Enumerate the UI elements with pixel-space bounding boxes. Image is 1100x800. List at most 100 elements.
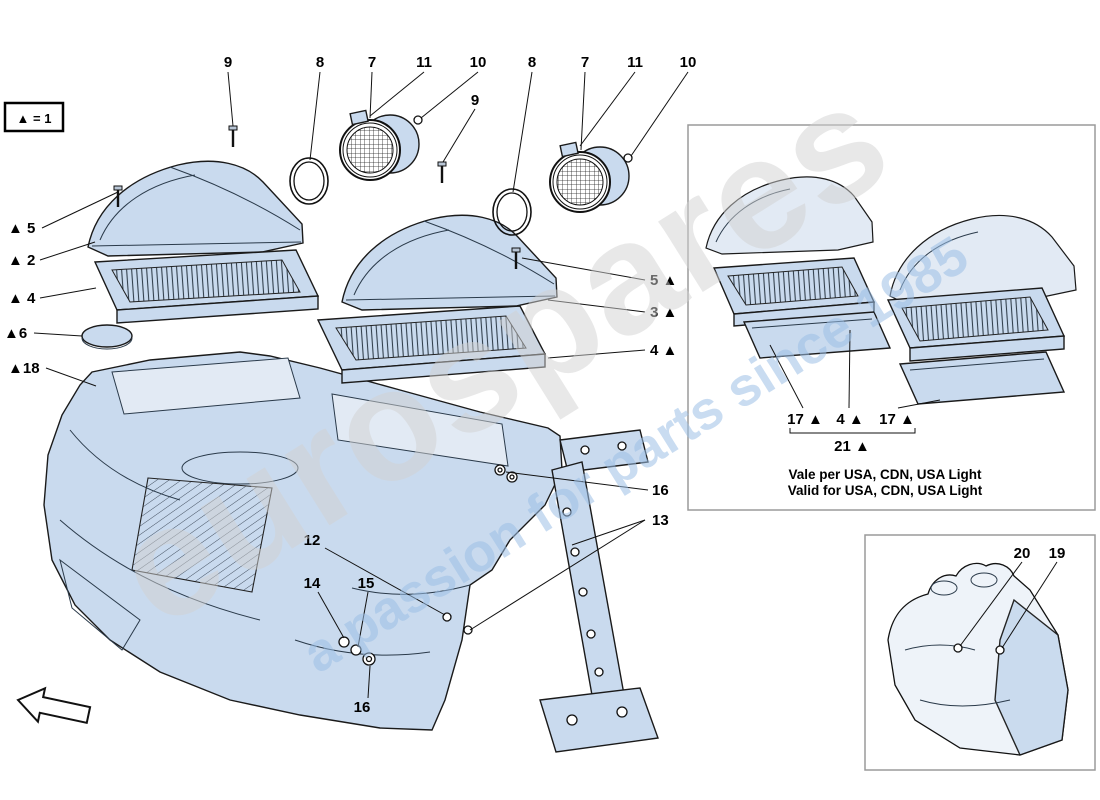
- callout-6[interactable]: ▲6: [4, 325, 27, 342]
- panel-right-filter-side: [909, 335, 1065, 362]
- callout-14[interactable]: 14: [304, 575, 321, 592]
- leader-line: [39, 241, 96, 261]
- left-housing-contour: [169, 166, 301, 231]
- secondary-duct-inlet: [970, 572, 998, 588]
- bracket-hole: [580, 445, 590, 455]
- duct-contour-1: [69, 429, 181, 501]
- group-bracket: [789, 428, 916, 434]
- o-ring-right-inner: [496, 192, 528, 232]
- leader-line: [309, 71, 321, 161]
- callout-4-panel[interactable]: 4 ▲: [836, 411, 863, 428]
- bracket-foot: [539, 687, 659, 753]
- callout-2[interactable]: ▲ 2: [8, 252, 35, 269]
- callout-10b[interactable]: 10: [680, 54, 697, 71]
- panel-right-filter: [886, 287, 1066, 362]
- maf-sensor-right: [549, 141, 630, 213]
- foot-hole: [616, 706, 628, 718]
- callout-13[interactable]: 13: [652, 512, 669, 529]
- callout-9a[interactable]: 9: [224, 54, 232, 71]
- direction-arrow: [16, 686, 92, 724]
- maf-right-mesh: [556, 158, 604, 206]
- callout-8b[interactable]: 8: [528, 54, 536, 71]
- panel-right-filter-pleats: [901, 296, 1049, 342]
- callout-15[interactable]: 15: [358, 575, 375, 592]
- o-ring-left: [289, 157, 329, 205]
- left-air-intake-housing: [87, 160, 304, 257]
- callout-19[interactable]: 19: [1049, 545, 1066, 562]
- callout-10a[interactable]: 10: [470, 54, 487, 71]
- panel-right-housing-body: [889, 214, 1077, 305]
- leader-line: [630, 71, 689, 157]
- panel-right-housing-ridge: [899, 231, 979, 291]
- callout-4-left[interactable]: ▲ 4: [8, 290, 36, 307]
- leader-line: [512, 71, 533, 193]
- leader-line: [442, 108, 476, 163]
- callout-9b[interactable]: 9: [471, 92, 479, 109]
- duct-mesh-window: [131, 477, 273, 593]
- leader-line: [45, 367, 97, 387]
- callout-5-right[interactable]: 5 ▲: [650, 272, 677, 289]
- leader-line: [547, 349, 646, 359]
- bracket-hole: [617, 441, 627, 451]
- callout-8a[interactable]: 8: [316, 54, 324, 71]
- secondary-duct-contour: [904, 644, 976, 651]
- leader-line: [420, 71, 479, 119]
- right-filter-pleats: [335, 315, 527, 361]
- maf-sensor-left: [339, 109, 420, 181]
- leader-line: [39, 287, 97, 299]
- callout-20[interactable]: 20: [1014, 545, 1031, 562]
- secondary-air-duct: [887, 562, 1069, 756]
- panel-left-gasket: [742, 311, 892, 359]
- duct-contour-3: [294, 639, 431, 656]
- leader-line: [41, 191, 119, 229]
- callout-12[interactable]: 12: [304, 532, 321, 549]
- usa-note-line2: Valid for USA, CDN, USA Light: [788, 483, 983, 498]
- callout-4-right[interactable]: 4 ▲: [650, 342, 677, 359]
- leader-line: [521, 257, 646, 281]
- screw-head: [437, 161, 447, 167]
- callout-21[interactable]: 21 ▲: [834, 438, 870, 455]
- panel-right-gasket-line: [909, 358, 1045, 371]
- main-assembly-drawing: [43, 109, 659, 753]
- leader-line: [357, 591, 369, 648]
- o-ring-right: [492, 188, 532, 236]
- callout-16-upper[interactable]: 16: [652, 482, 669, 499]
- callout-3[interactable]: 3 ▲: [650, 304, 677, 321]
- leader-line: [580, 71, 586, 151]
- air-duct-assembly: [43, 351, 563, 731]
- leader-line: [571, 519, 646, 546]
- strut-hole: [586, 629, 596, 639]
- callout-17-left[interactable]: 17 ▲: [787, 411, 823, 428]
- callout-7a[interactable]: 7: [368, 54, 376, 71]
- filter-seat-right: [331, 393, 509, 467]
- leader-line: [1001, 561, 1058, 649]
- callout-7b[interactable]: 7: [581, 54, 589, 71]
- right-housing-contour: [423, 220, 555, 285]
- leader-line: [848, 329, 851, 409]
- callout-18[interactable]: ▲18: [8, 360, 40, 377]
- usa-panel-border: [687, 124, 1096, 511]
- leader-line: [579, 71, 636, 147]
- right-filter-side: [341, 353, 546, 384]
- right-air-intake-housing: [341, 214, 558, 311]
- panel-left-gasket-face: [742, 311, 892, 359]
- maf-right-ring-inner: [552, 154, 608, 210]
- callout-17-right[interactable]: 17 ▲: [879, 411, 915, 428]
- duct-lower-opening: [59, 558, 141, 651]
- callout-11b[interactable]: 11: [627, 54, 643, 71]
- panel-left-housing-ridge: [715, 188, 791, 243]
- callout-5-left[interactable]: ▲ 5: [8, 220, 35, 237]
- callout-16-lower[interactable]: 16: [354, 699, 371, 716]
- secondary-duct-contour: [919, 699, 1011, 707]
- screw-top-left: [228, 125, 238, 147]
- panel-left-filter-pleats: [727, 266, 859, 306]
- callout-11a[interactable]: 11: [416, 54, 432, 71]
- panel-left-gasket-line: [751, 318, 873, 329]
- leader-line: [33, 332, 83, 337]
- support-bracket: [539, 429, 659, 753]
- maf-right-clamp: [559, 141, 579, 158]
- o-ring-left-inner: [293, 161, 325, 201]
- leader-line: [469, 519, 646, 631]
- washers-lower: [338, 636, 376, 666]
- inset-panel-border: [864, 534, 1096, 771]
